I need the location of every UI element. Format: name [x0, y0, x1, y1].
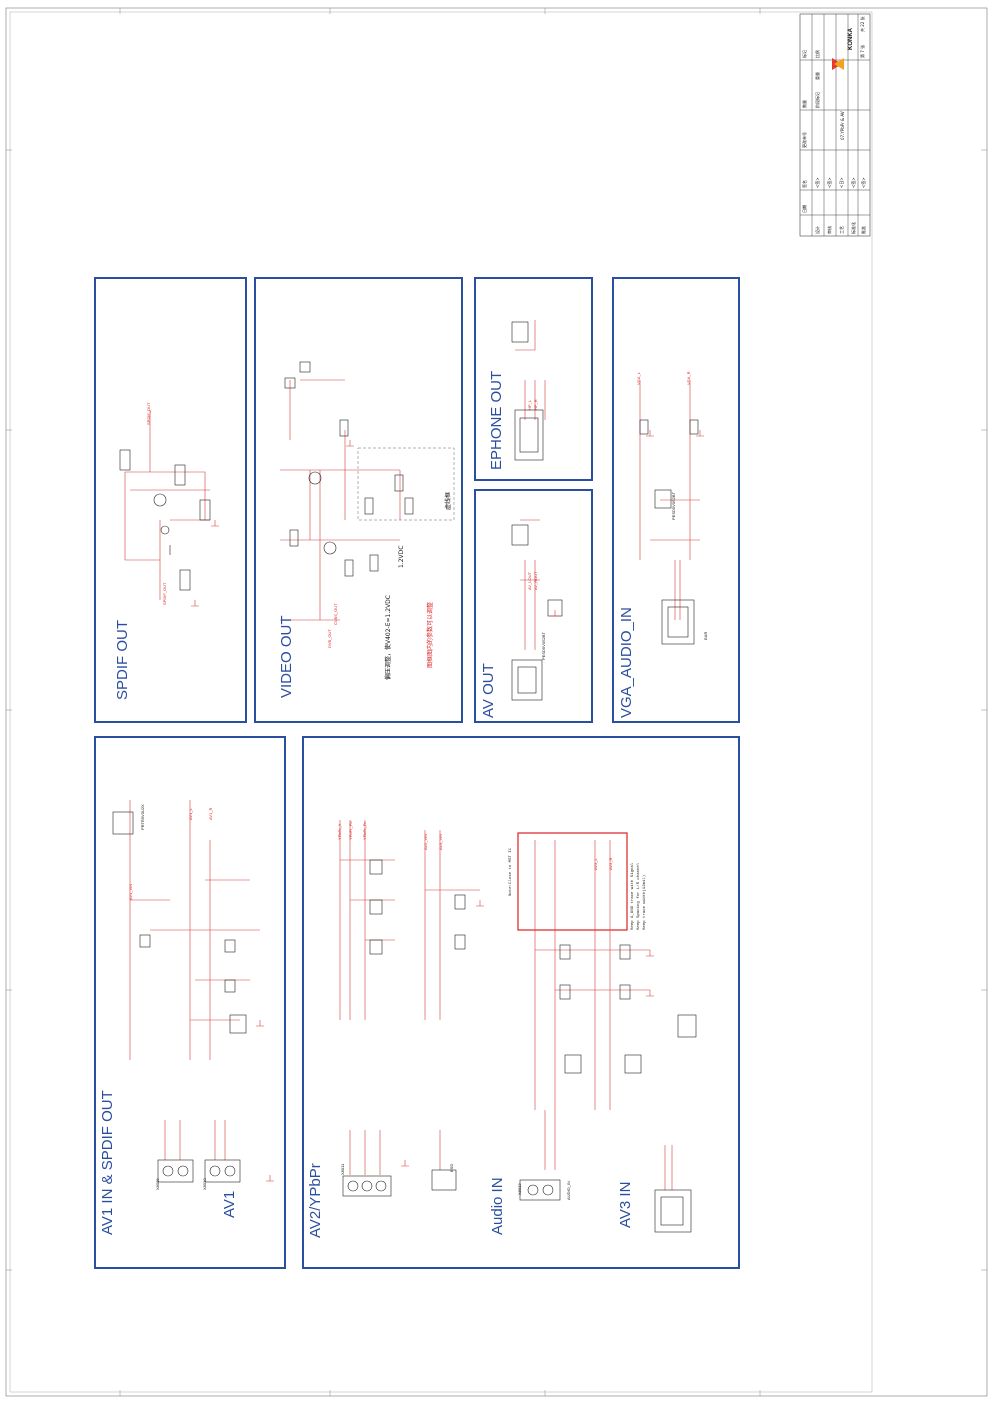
av-out-box — [474, 489, 593, 723]
tb-extra-0: 阶段标记 — [815, 92, 820, 108]
tb-header-1: 数量 — [802, 100, 807, 108]
tb-sig-1: <签> — [827, 177, 832, 188]
esd-label: ESD — [449, 1163, 454, 1172]
av1-title: AV1 — [221, 1190, 238, 1218]
pesd-label-av: PESD5V0S2BT — [541, 631, 546, 660]
konka-logo-icon — [832, 58, 844, 70]
pesd-label-vga: PESD5V0S2BT — [671, 491, 676, 520]
spdif-out-title: SPDIF OUT — [114, 619, 131, 700]
tb-header-0: 标记 — [802, 50, 807, 58]
video-small-note: 1.2VDC — [398, 545, 405, 568]
net-dvb-out: DVB_OUT — [327, 629, 332, 648]
tb-row-3: 标准化 — [851, 222, 856, 234]
tb-doc-title: 07.YPbPr & AV — [840, 111, 845, 140]
tb-row-4: 批准 — [861, 226, 866, 234]
mst-note-box — [517, 832, 628, 931]
video-out-box — [254, 277, 463, 723]
av2-audio-av3-box — [302, 736, 740, 1269]
tb-sig-4: <签> — [861, 177, 866, 188]
net-av-rout: AV_ROUT — [533, 571, 538, 590]
av1-in-spdif-out-title: AV1 IN & SPDIF OUT — [99, 1090, 116, 1235]
net-av3-l: AV3_L — [593, 858, 598, 870]
video-dashed-note: 虚线框 — [445, 491, 452, 510]
net-av1-r: AV1_R — [208, 807, 213, 820]
tb-header-4: 日期 — [802, 205, 807, 213]
tb-sig-0: <签> — [815, 177, 820, 188]
vga-audio-in-box — [612, 277, 740, 723]
net-spdif-out: SPDIF_OUT — [162, 582, 167, 605]
net-av-lout: AV_LOUT — [527, 572, 532, 590]
ephone-out-box — [474, 277, 593, 481]
audio-in-jack-label: AUDIO_IN — [566, 1181, 571, 1200]
net-vga-l: VGA_L — [636, 372, 641, 385]
x8011-label: X8011 — [340, 1163, 345, 1175]
x8012-label: X8012 — [517, 1183, 522, 1195]
tb-row-1: 审核 — [827, 226, 832, 234]
prtr-label: PRTR5V0U2X — [140, 804, 145, 830]
audio-note-2: Keep Spacing for L/R channel — [637, 862, 641, 930]
av2-ypbpr-title: AV2/YPbPr — [307, 1163, 324, 1238]
ground-symbols — [191, 430, 704, 1182]
tb-extra-1: 重量 — [815, 72, 820, 80]
audio-note-3: Keep trace width(12mil) — [643, 874, 647, 930]
title-block — [799, 13, 871, 237]
tb-company: KONKA — [848, 28, 854, 50]
frame-ticks — [6, 8, 987, 1396]
tb-sig-3: <签> — [851, 177, 856, 188]
net-av1-l: AV1_L — [188, 808, 193, 820]
net-av3-r: AV3_R — [608, 857, 613, 870]
tb-header-2: 更改单号 — [802, 132, 807, 148]
video-out-title: VIDEO OUT — [278, 615, 295, 698]
vga-audio-in-title: VGA_AUDIO_IN — [618, 607, 635, 718]
tb-sheet-no: 第 7 张 — [860, 44, 865, 58]
net-hp-l: HP_L — [527, 399, 532, 410]
x8010-label: X8010 — [202, 1178, 207, 1190]
components — [112, 321, 699, 1233]
net-ypbpr-pb: YPbPr_Pb — [348, 821, 353, 840]
x8009-label: X8009 — [155, 1178, 160, 1190]
tb-row-2: 工艺 — [839, 226, 844, 234]
wires — [124, 320, 700, 1190]
av-out-title: AV OUT — [480, 663, 497, 718]
net-ypbpr-y: YPbPr_Y — [337, 823, 342, 840]
tb-row-0: 设计 — [815, 226, 820, 234]
video-adjust-note: 偏压调整，使V402-E=1.2VDC — [385, 595, 392, 680]
ephone-out-title: EPHONE OUT — [488, 370, 505, 470]
net-ypbpr-pr: YPbPr_Pr — [362, 822, 367, 840]
net-cvbs-out: CVBS_OUT — [333, 603, 338, 625]
net-av2-vin: AV2_VIN — [423, 833, 428, 850]
av3-in-title: AV3 IN — [617, 1181, 634, 1228]
net-hp-r: HP_R — [533, 399, 538, 410]
net-av3-vin: AV3_VIN — [438, 833, 443, 850]
net-av1-vin: AV1_VIN — [128, 883, 133, 900]
video-red-note: 图框图内的参数可以调整 — [427, 601, 434, 668]
tb-sig-2: <日> — [839, 177, 844, 188]
tb-sheet-total: 共 22 张 — [860, 16, 865, 32]
net-vga-r: VGA_R — [686, 371, 691, 385]
av1-box — [94, 736, 286, 1269]
audio-note-title: Note:Close to MST IC — [509, 847, 513, 896]
net-spdif-out-2: SPDIF_OUT — [146, 402, 151, 425]
ear-label: EAR — [703, 631, 708, 640]
tb-extra-2: 比例 — [815, 50, 820, 58]
audio-in-title: Audio IN — [489, 1177, 506, 1235]
audio-note-1: Keep A_GND trace with Signal — [631, 862, 635, 930]
video-dashed-box — [357, 447, 455, 521]
tb-header-3: 签名 — [802, 180, 807, 188]
spdif-out-box — [94, 277, 247, 723]
